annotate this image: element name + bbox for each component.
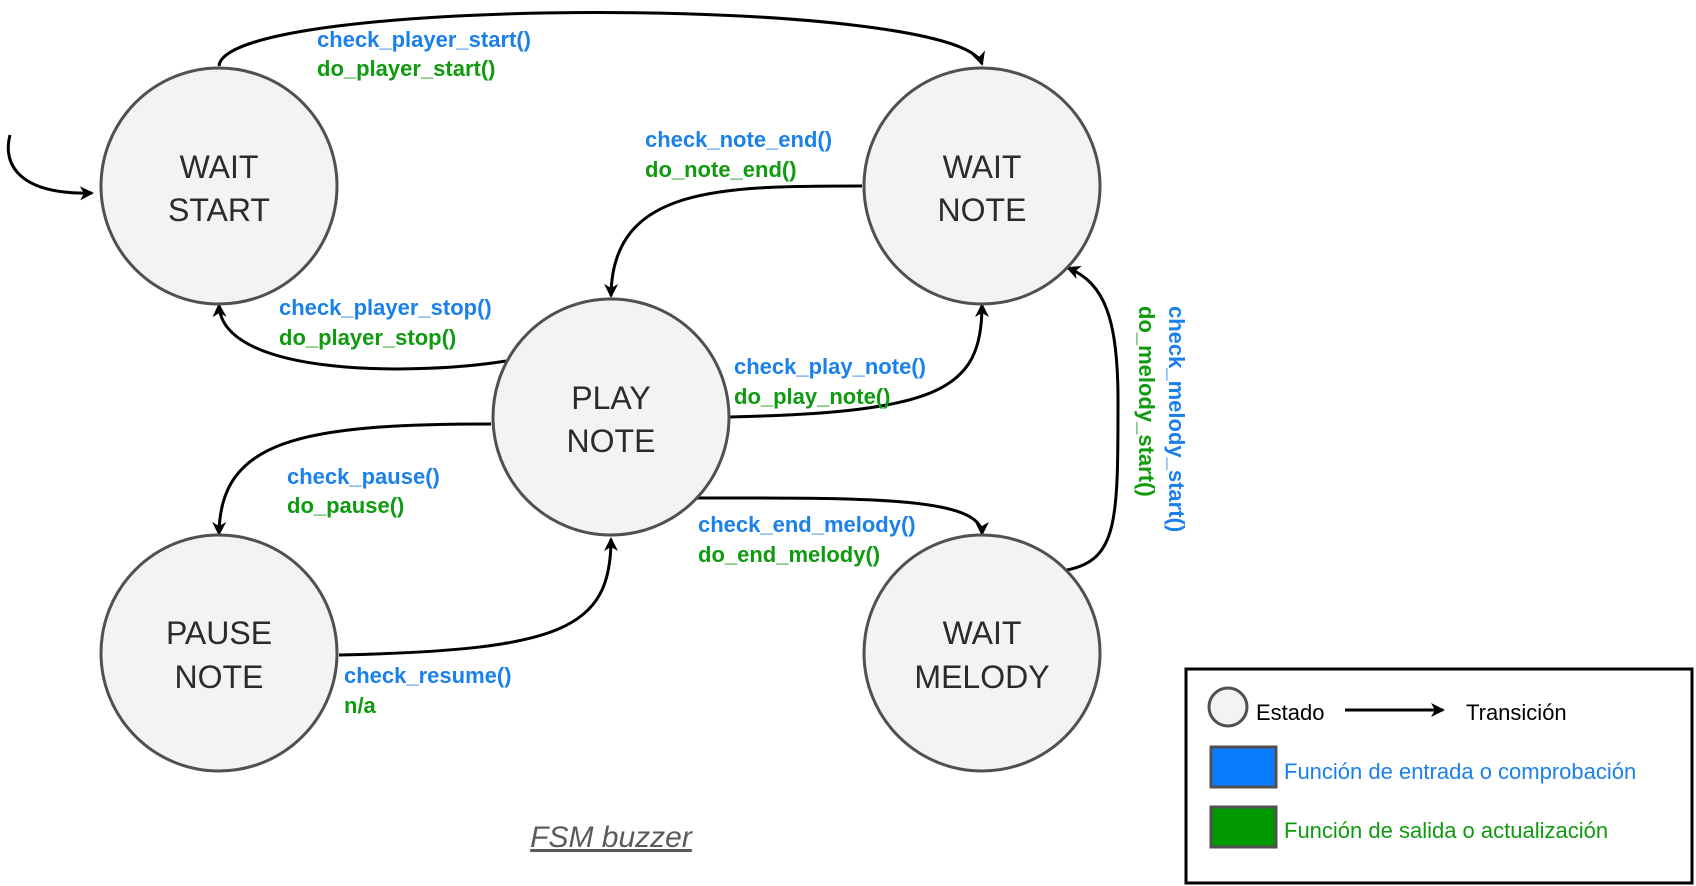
state-wait-melody: WAIT MELODY: [862, 533, 1102, 773]
legend-input-function-swatch: [1209, 745, 1278, 789]
label-check-player-start: check_player_start(): [317, 27, 531, 52]
label-check-resume: check_resume(): [344, 663, 512, 688]
label-check-end-melody: check_end_melody(): [698, 512, 916, 537]
edge-play-note-to-wait-note: [729, 303, 989, 419]
label-do-note-end: do_note_end(): [645, 157, 797, 182]
state-wait-note-circle: [862, 66, 1102, 306]
label-do-end-melody: do_end_melody(): [698, 542, 880, 567]
state-wait-start-circle: [99, 66, 339, 306]
edge-pause-note-to-play-note: [338, 537, 618, 657]
label-check-pause: check_pause(): [287, 464, 440, 489]
legend-transition-label: Transición: [1466, 700, 1567, 725]
legend-state-label: Estado: [1256, 700, 1325, 725]
label-check-note-end: check_note_end(): [645, 127, 832, 152]
edge-play-note-to-wait-start: [212, 303, 507, 371]
state-play-note: PLAY NOTE: [491, 297, 731, 537]
legend-input-function-label: Función de entrada o comprobación: [1284, 759, 1636, 784]
label-do-player-stop: do_player_stop(): [279, 325, 456, 350]
edge-wait-melody-to-wait-note: [1066, 266, 1120, 572]
diagram-caption: FSM buzzer: [530, 821, 693, 854]
initial-transition-arrow: [6, 134, 94, 201]
label-check-melody-start: check_melody_start(): [1164, 306, 1189, 532]
edge-wait-start-to-wait-note: [217, 11, 985, 67]
edge-play-note-to-pause-note: [212, 422, 492, 536]
state-wait-start-line2: START: [168, 192, 270, 228]
state-play-note-circle: [491, 297, 731, 537]
label-do-melody-start: do_melody_start(): [1134, 306, 1159, 497]
state-wait-note: WAIT NOTE: [862, 66, 1102, 306]
label-do-pause: do_pause(): [287, 493, 404, 518]
label-check-play-note: check_play_note(): [734, 354, 926, 379]
state-pause-note-line2: NOTE: [175, 659, 264, 695]
state-wait-start: WAIT START: [99, 66, 339, 306]
label-do-resume: n/a: [344, 693, 377, 718]
edge-play-note-to-wait-melody: [692, 496, 989, 536]
state-pause-note: PAUSE NOTE: [99, 533, 339, 773]
label-check-player-stop: check_player_stop(): [279, 295, 492, 320]
state-pause-note-circle: [99, 533, 339, 773]
edge-wait-note-to-play-note: [604, 184, 863, 298]
state-wait-note-line2: NOTE: [938, 192, 1027, 228]
state-play-note-line1: PLAY: [571, 380, 650, 416]
legend-output-function-label: Función de salida o actualización: [1284, 818, 1608, 843]
state-wait-note-line1: WAIT: [943, 149, 1022, 185]
legend-output-function-swatch: [1209, 805, 1278, 849]
state-play-note-line2: NOTE: [567, 423, 656, 459]
state-wait-melody-line2: MELODY: [914, 659, 1049, 695]
state-wait-melody-line1: WAIT: [943, 615, 1022, 651]
legend: Estado Transición Función de entrada o c…: [1184, 667, 1694, 885]
state-wait-start-line1: WAIT: [180, 149, 259, 185]
state-pause-note-line1: PAUSE: [166, 615, 272, 651]
label-do-player-start: do_player_start(): [317, 56, 496, 81]
state-wait-melody-circle: [862, 533, 1102, 773]
label-do-play-note: do_play_note(): [734, 384, 890, 409]
legend-state-icon: [1207, 686, 1249, 728]
